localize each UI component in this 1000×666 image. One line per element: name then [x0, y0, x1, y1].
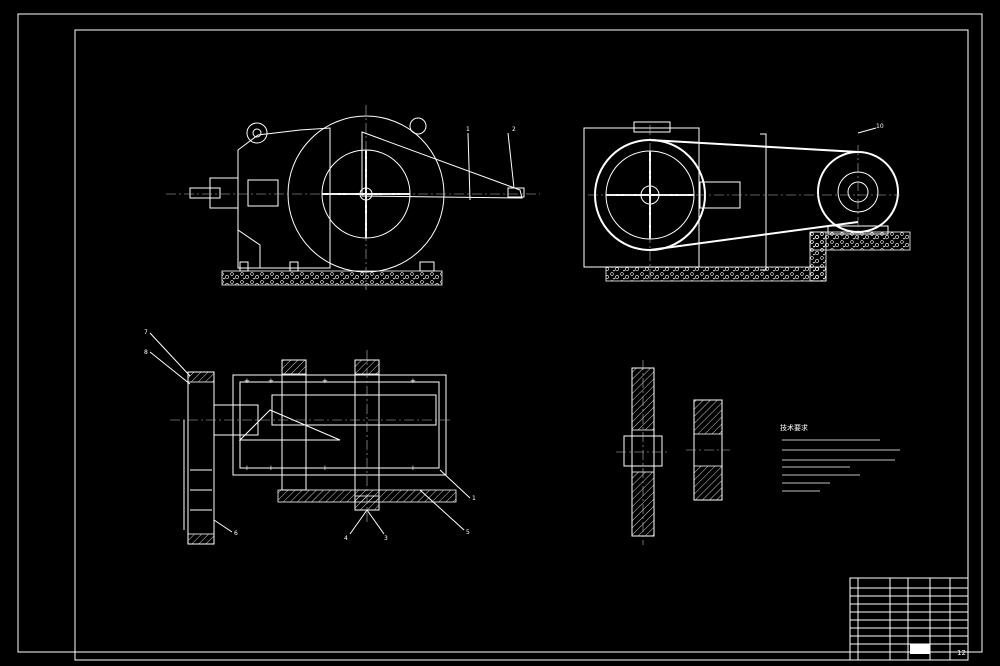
lifting-lug	[246, 122, 268, 144]
title-block: 12	[849, 577, 969, 661]
callout-label: 5	[466, 529, 470, 536]
callout-label: 1	[466, 126, 470, 133]
foundation-front	[221, 270, 443, 286]
callout-label: 10	[876, 123, 884, 130]
lifting-lug	[409, 117, 427, 135]
main-shaft-plan	[271, 394, 437, 426]
svg-text:+: +	[410, 464, 416, 472]
svg-text:+: +	[244, 464, 250, 472]
gearbox-housing	[237, 127, 331, 269]
side-housing	[583, 127, 700, 268]
svg-text:+: +	[410, 377, 416, 385]
technical-requirements: 技术要求	[780, 423, 900, 492]
crank-arm	[361, 131, 523, 199]
callout-label: 6	[234, 530, 238, 537]
tech-req-title: 技术要求	[780, 423, 808, 432]
pulley-section	[187, 371, 215, 545]
svg-text:+: +	[244, 377, 250, 385]
svg-text:+: +	[268, 377, 274, 385]
svg-text:+: +	[322, 464, 328, 472]
plan-view: + + + + + + + + 7 8 6 5 4 3 1	[144, 329, 476, 545]
sheet-number: 12	[957, 649, 966, 657]
gearbox-body-plan	[232, 374, 447, 476]
callout-label: 2	[512, 126, 516, 133]
callout-label: 8	[144, 349, 148, 356]
callout-label: 3	[384, 535, 388, 542]
callout-label: 7	[144, 329, 148, 336]
outer-frame	[17, 13, 983, 653]
svg-text:+: +	[268, 464, 274, 472]
input-shaft	[189, 187, 221, 199]
foundation-side	[605, 266, 827, 282]
detail-views	[616, 360, 730, 545]
drive-belt	[649, 139, 859, 153]
callout-label: 1	[472, 495, 476, 502]
inner-frame	[74, 29, 969, 661]
front-view: 1 2	[166, 105, 540, 290]
side-view: 10	[583, 121, 911, 282]
callout-label: 4	[344, 535, 348, 542]
svg-text:+: +	[322, 377, 328, 385]
